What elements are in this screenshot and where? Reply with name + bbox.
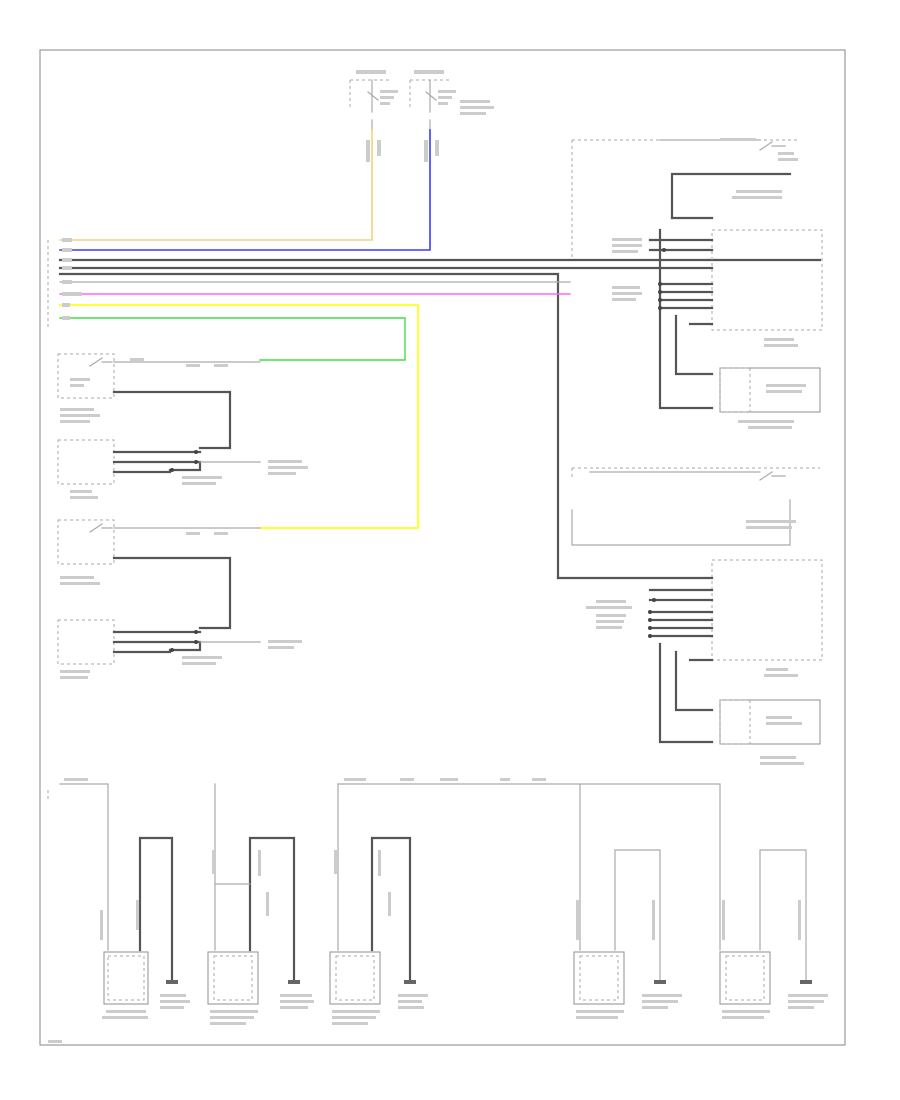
left-rear-door-module [57,439,308,499]
lamp-right-front-courtesy [573,849,682,1019]
lamp-right-rear-courtesy [329,783,428,1025]
harness-left [47,238,822,580]
bottom-bus [47,778,721,951]
passenger-switch [571,138,800,260]
left-rear-switch [57,353,261,450]
lamp-cargo [100,836,190,1019]
footer-mark [48,1040,62,1043]
wire-yellow [59,304,419,529]
right-rear-switch [57,519,261,630]
wire-orange [59,129,373,241]
lamp-left-front-courtesy [719,849,828,1019]
right-rear-door-module [57,619,302,679]
wire-blue [59,129,431,251]
wire-green [59,317,406,361]
lamp-left-rear-courtesy [207,836,314,1025]
fuse-block-top [349,70,494,162]
diagram-border [39,49,846,1046]
driver-switch [571,467,820,546]
passenger-door-module [612,216,823,429]
driver-door-module [556,559,823,765]
